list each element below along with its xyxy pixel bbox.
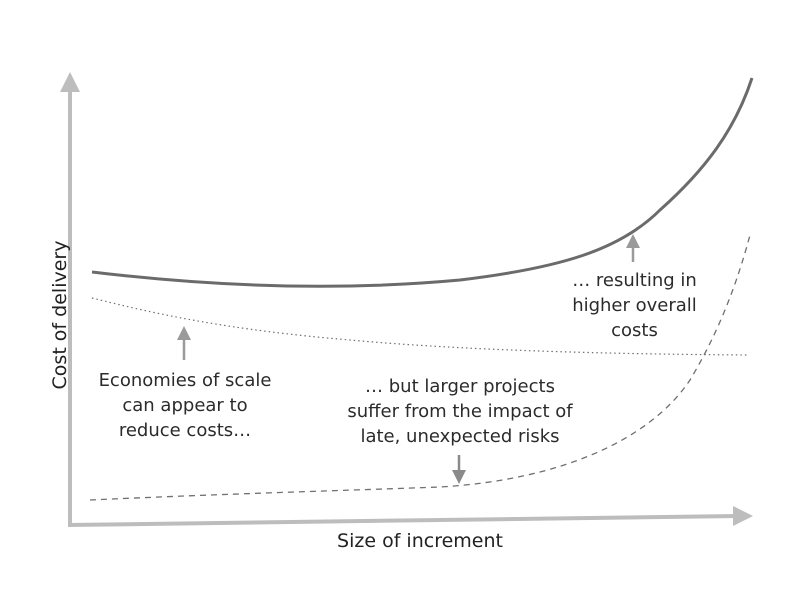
overall-annotation-line: … resulting in xyxy=(572,270,697,291)
overall-annotation-line: costs xyxy=(611,320,658,341)
economies-annotation-line: reduce costs… xyxy=(118,420,252,441)
y-axis-arrowhead xyxy=(60,72,80,92)
economies-annotation-line: can appear to xyxy=(122,395,248,416)
total-cost-curve xyxy=(91,77,754,288)
economies-annotation: Economies of scale can appear to reduce … xyxy=(80,368,290,443)
economies-of-scale-curve xyxy=(91,297,749,356)
x-axis-arrowhead xyxy=(733,506,753,526)
economies-annotation-line: Economies of scale xyxy=(98,370,272,391)
overall-annotation-line: higher overall xyxy=(572,295,697,316)
risks-annotation-line: late, unexpected risks xyxy=(360,426,560,447)
economies-pointer-up-arrow-icon xyxy=(177,326,191,360)
overall-pointer-up-arrow-icon xyxy=(626,234,640,262)
x-axis-title: Size of increment xyxy=(337,530,503,552)
y-axis-title: Cost of delivery xyxy=(49,240,71,390)
risks-annotation-line: … but larger projects xyxy=(365,376,555,397)
risks-annotation: … but larger projects suffer from the im… xyxy=(325,374,595,449)
x-axis-line xyxy=(67,514,739,527)
risks-pointer-down-arrow-icon xyxy=(452,455,466,484)
risk-cost-curve xyxy=(89,234,751,501)
overall-annotation: … resulting in higher overall costs xyxy=(552,268,717,343)
risks-annotation-line: suffer from the impact of xyxy=(347,401,573,422)
